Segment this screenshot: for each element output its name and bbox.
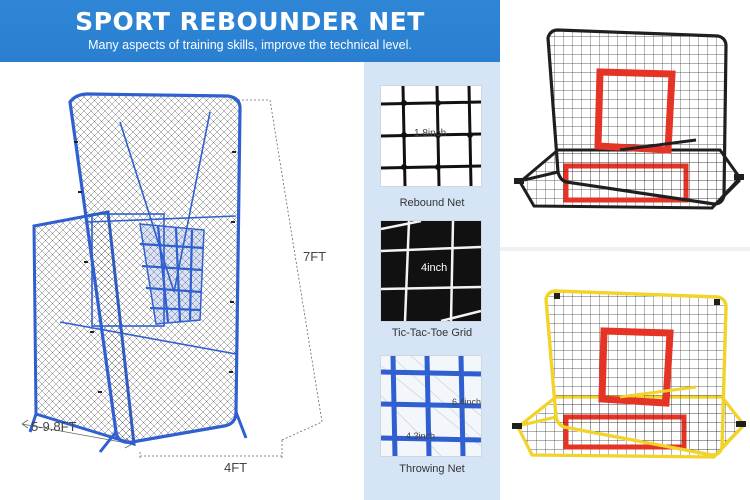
rebound-net-measure: 1.8inch [414,128,447,139]
page-subtitle: Many aspects of training skills, improve… [88,38,412,52]
width-dimension: 4FT [224,460,248,475]
tic-tac-toe-grid-thumbnail [380,220,482,322]
title-banner: SPORT REBOUNDER NET Many aspects of trai… [0,0,500,62]
rebound-net-caption: Rebound Net [399,197,465,209]
height-dimension: 7FT [303,249,327,264]
throwing-net-caption: Throwing Net [399,463,465,475]
blue-rebounder-illustration [21,92,323,460]
throwing-net-measure-b: 4.3inch [406,431,436,441]
rebound-net-thumbnail [380,85,482,187]
tic-tac-toe-grid-measure: 4inch [421,262,448,274]
black-rebounder-photo [514,28,744,210]
photo-divider [500,247,750,251]
depth-dimension: 5-9.8FT [31,419,77,434]
tic-tac-toe-grid-caption: Tic-Tac-Toe Grid [391,327,473,339]
product-info-panel: SPORT REBOUNDER NET Many aspects of trai… [0,0,500,500]
yellow-rebounder-photo [512,289,747,459]
throwing-net-measure-a: 6.4inch [452,397,482,407]
throwing-net-thumbnail [380,355,482,457]
page-title: SPORT REBOUNDER NET [75,7,425,36]
